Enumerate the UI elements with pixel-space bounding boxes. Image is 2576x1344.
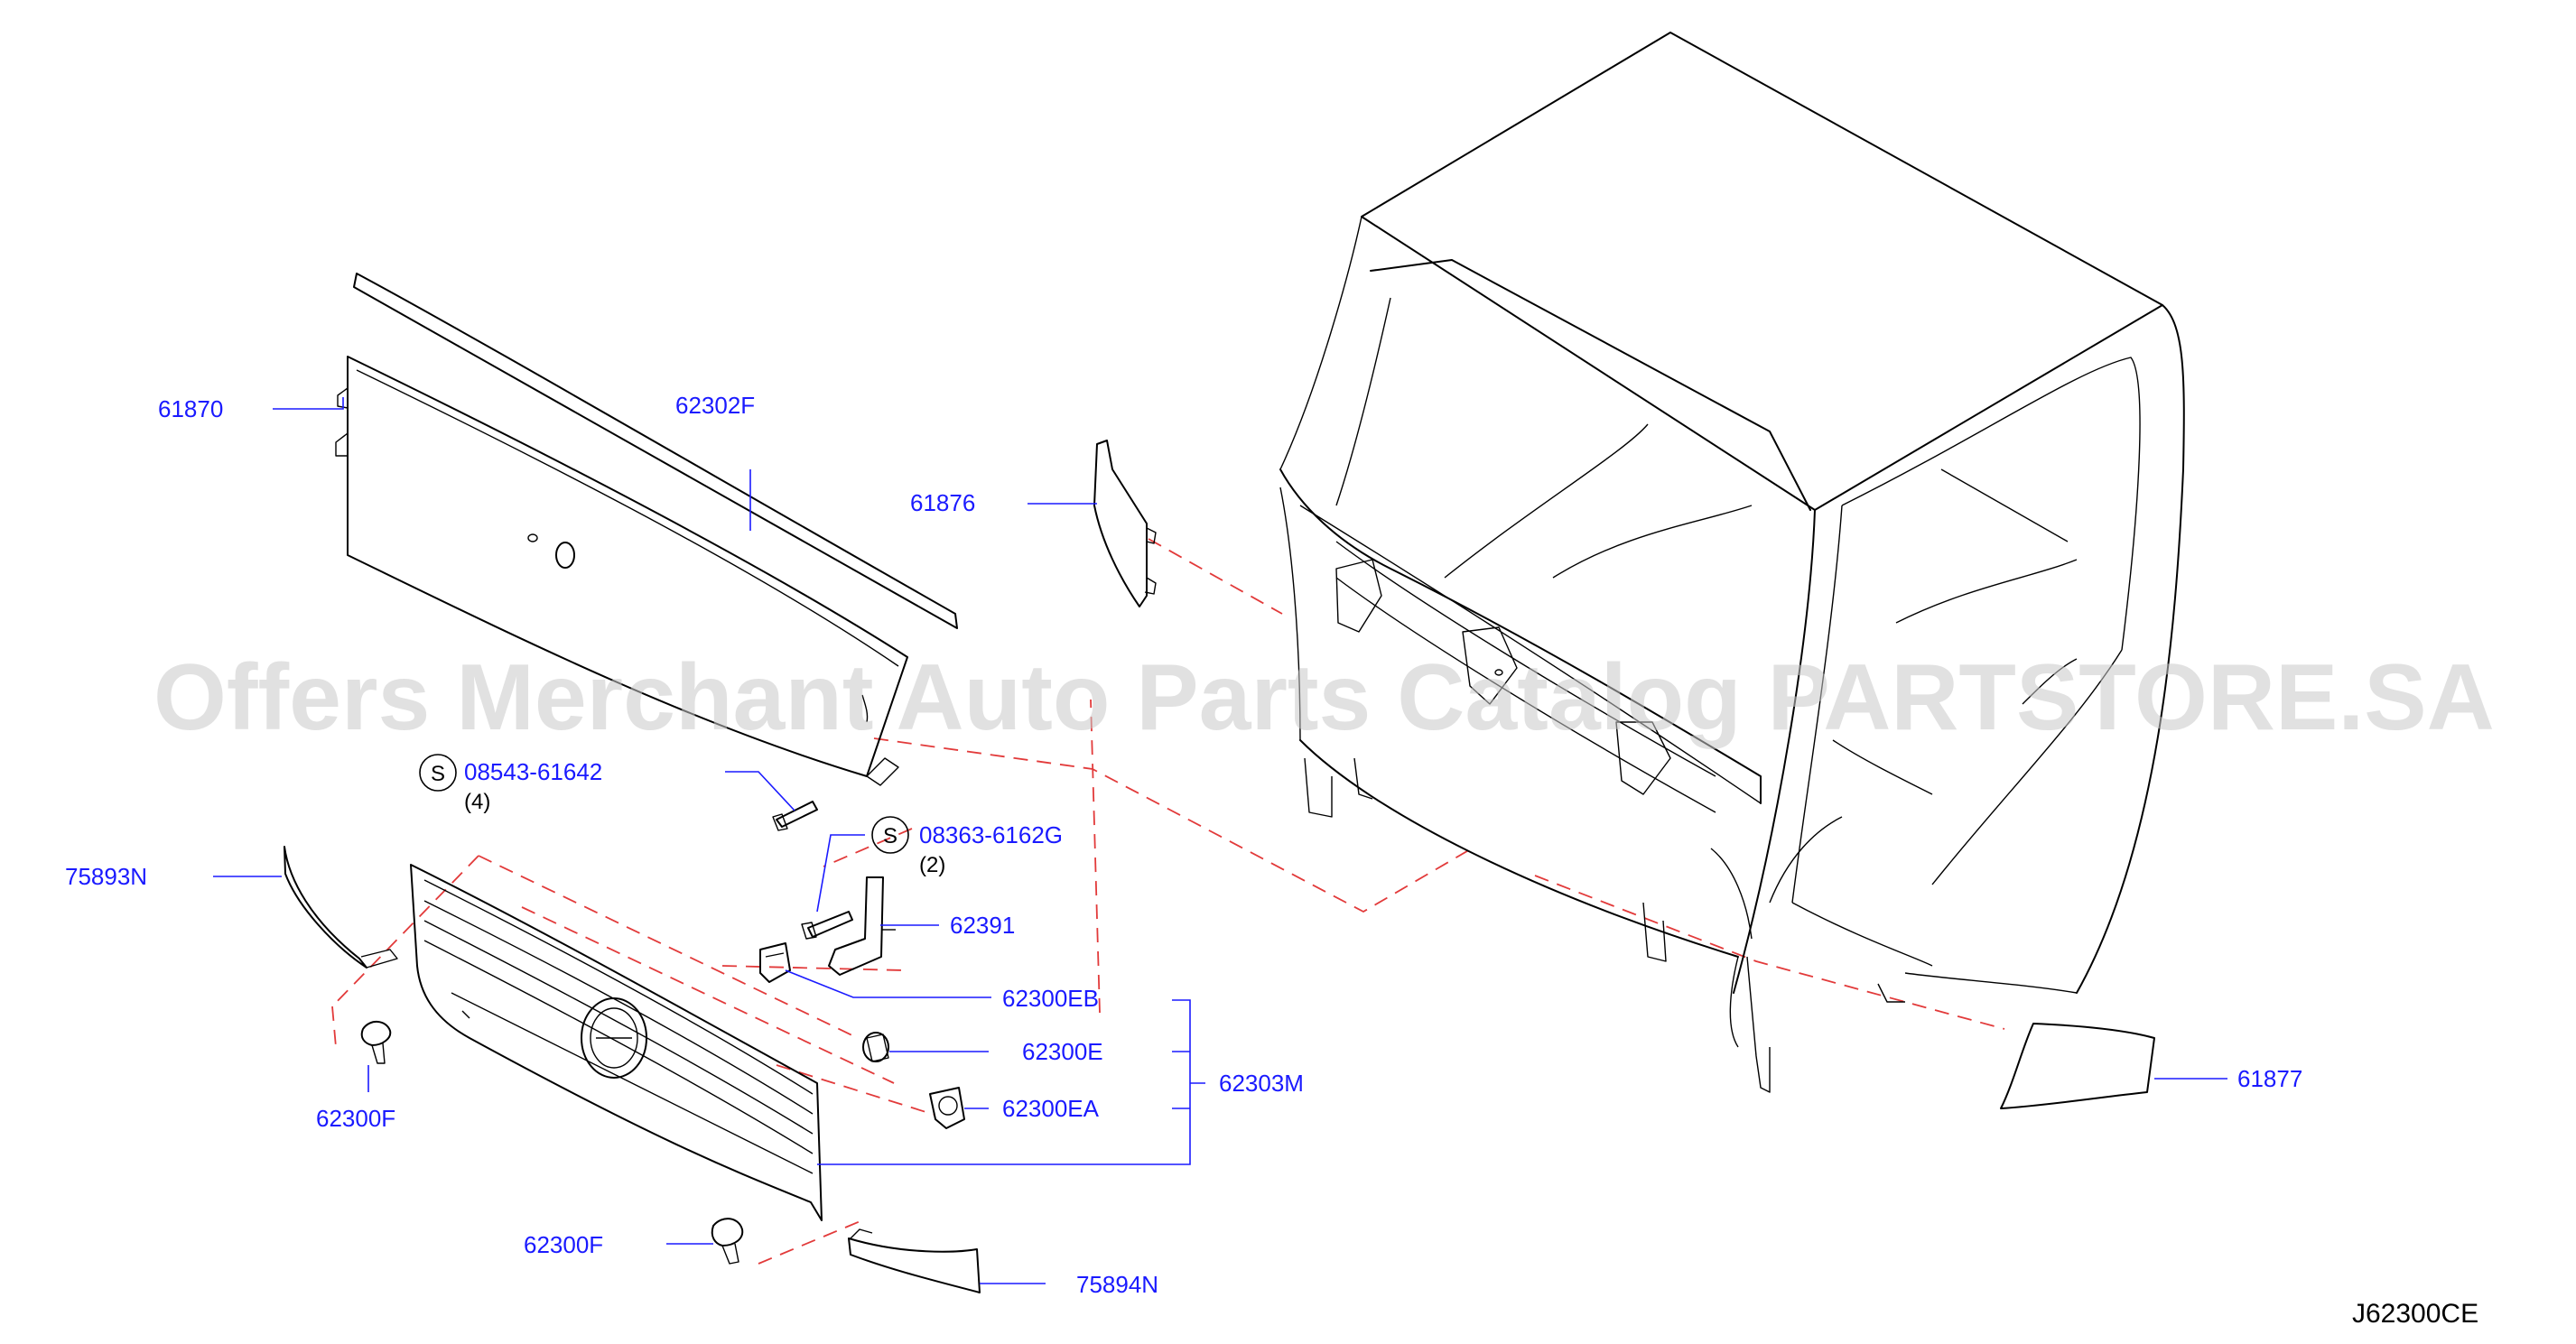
screw-marker-2: S: [871, 816, 909, 854]
molding-75894n: [848, 1228, 981, 1293]
screw-marker-1: S: [419, 754, 457, 792]
diagram-code: J62300CE: [2352, 1299, 2478, 1329]
panel-61870: [335, 356, 908, 786]
label-61877[interactable]: 61877: [2237, 1065, 2302, 1092]
label-62300e[interactable]: 62300E: [1022, 1038, 1103, 1065]
label-75893n[interactable]: 75893N: [65, 863, 147, 890]
clip-62300ea: [929, 1087, 965, 1129]
strip-62302f: [353, 273, 958, 629]
label-62303m[interactable]: 62303M: [1219, 1070, 1304, 1097]
label-75894n[interactable]: 75894N: [1076, 1271, 1158, 1298]
molding-75893n: [284, 846, 398, 969]
label-08363-6162g[interactable]: 08363-6162G: [919, 821, 1063, 848]
corner-61877: [2000, 1023, 2155, 1109]
grille-62303m: [410, 864, 823, 1221]
screw-marker-text: S: [431, 762, 445, 786]
qty-08363-6162g: (2): [919, 853, 945, 877]
screw-marker-text: S: [883, 824, 897, 848]
label-62300f-left[interactable]: 62300F: [316, 1105, 395, 1132]
label-61870[interactable]: 61870: [158, 395, 223, 422]
label-62300eb[interactable]: 62300EB: [1002, 985, 1099, 1012]
corner-61876: [1093, 440, 1157, 607]
bracket-62391: [828, 876, 896, 976]
label-62302f[interactable]: 62302F: [675, 392, 755, 419]
clip-62300f-bottom: [711, 1218, 744, 1265]
screw-08363: [801, 911, 853, 940]
cab-body: [1279, 32, 2185, 1093]
clip-62300e: [862, 1032, 889, 1062]
qty-08543-61642: (4): [464, 790, 490, 814]
watermark-text: Offers Merchant Auto Parts Catalog PARTS…: [153, 645, 2495, 750]
leader-lines: [213, 397, 2227, 1284]
clip-62300eb: [759, 942, 791, 983]
label-61876[interactable]: 61876: [910, 489, 975, 516]
screw-08543: [772, 801, 818, 831]
clip-62300f-left: [360, 1021, 392, 1064]
assembly-guide-lines: [331, 538, 2005, 1265]
label-62300ea[interactable]: 62300EA: [1002, 1095, 1100, 1122]
label-62300f-bottom[interactable]: 62300F: [524, 1231, 603, 1258]
label-62391[interactable]: 62391: [950, 912, 1015, 939]
label-08543-61642[interactable]: 08543-61642: [464, 758, 602, 785]
